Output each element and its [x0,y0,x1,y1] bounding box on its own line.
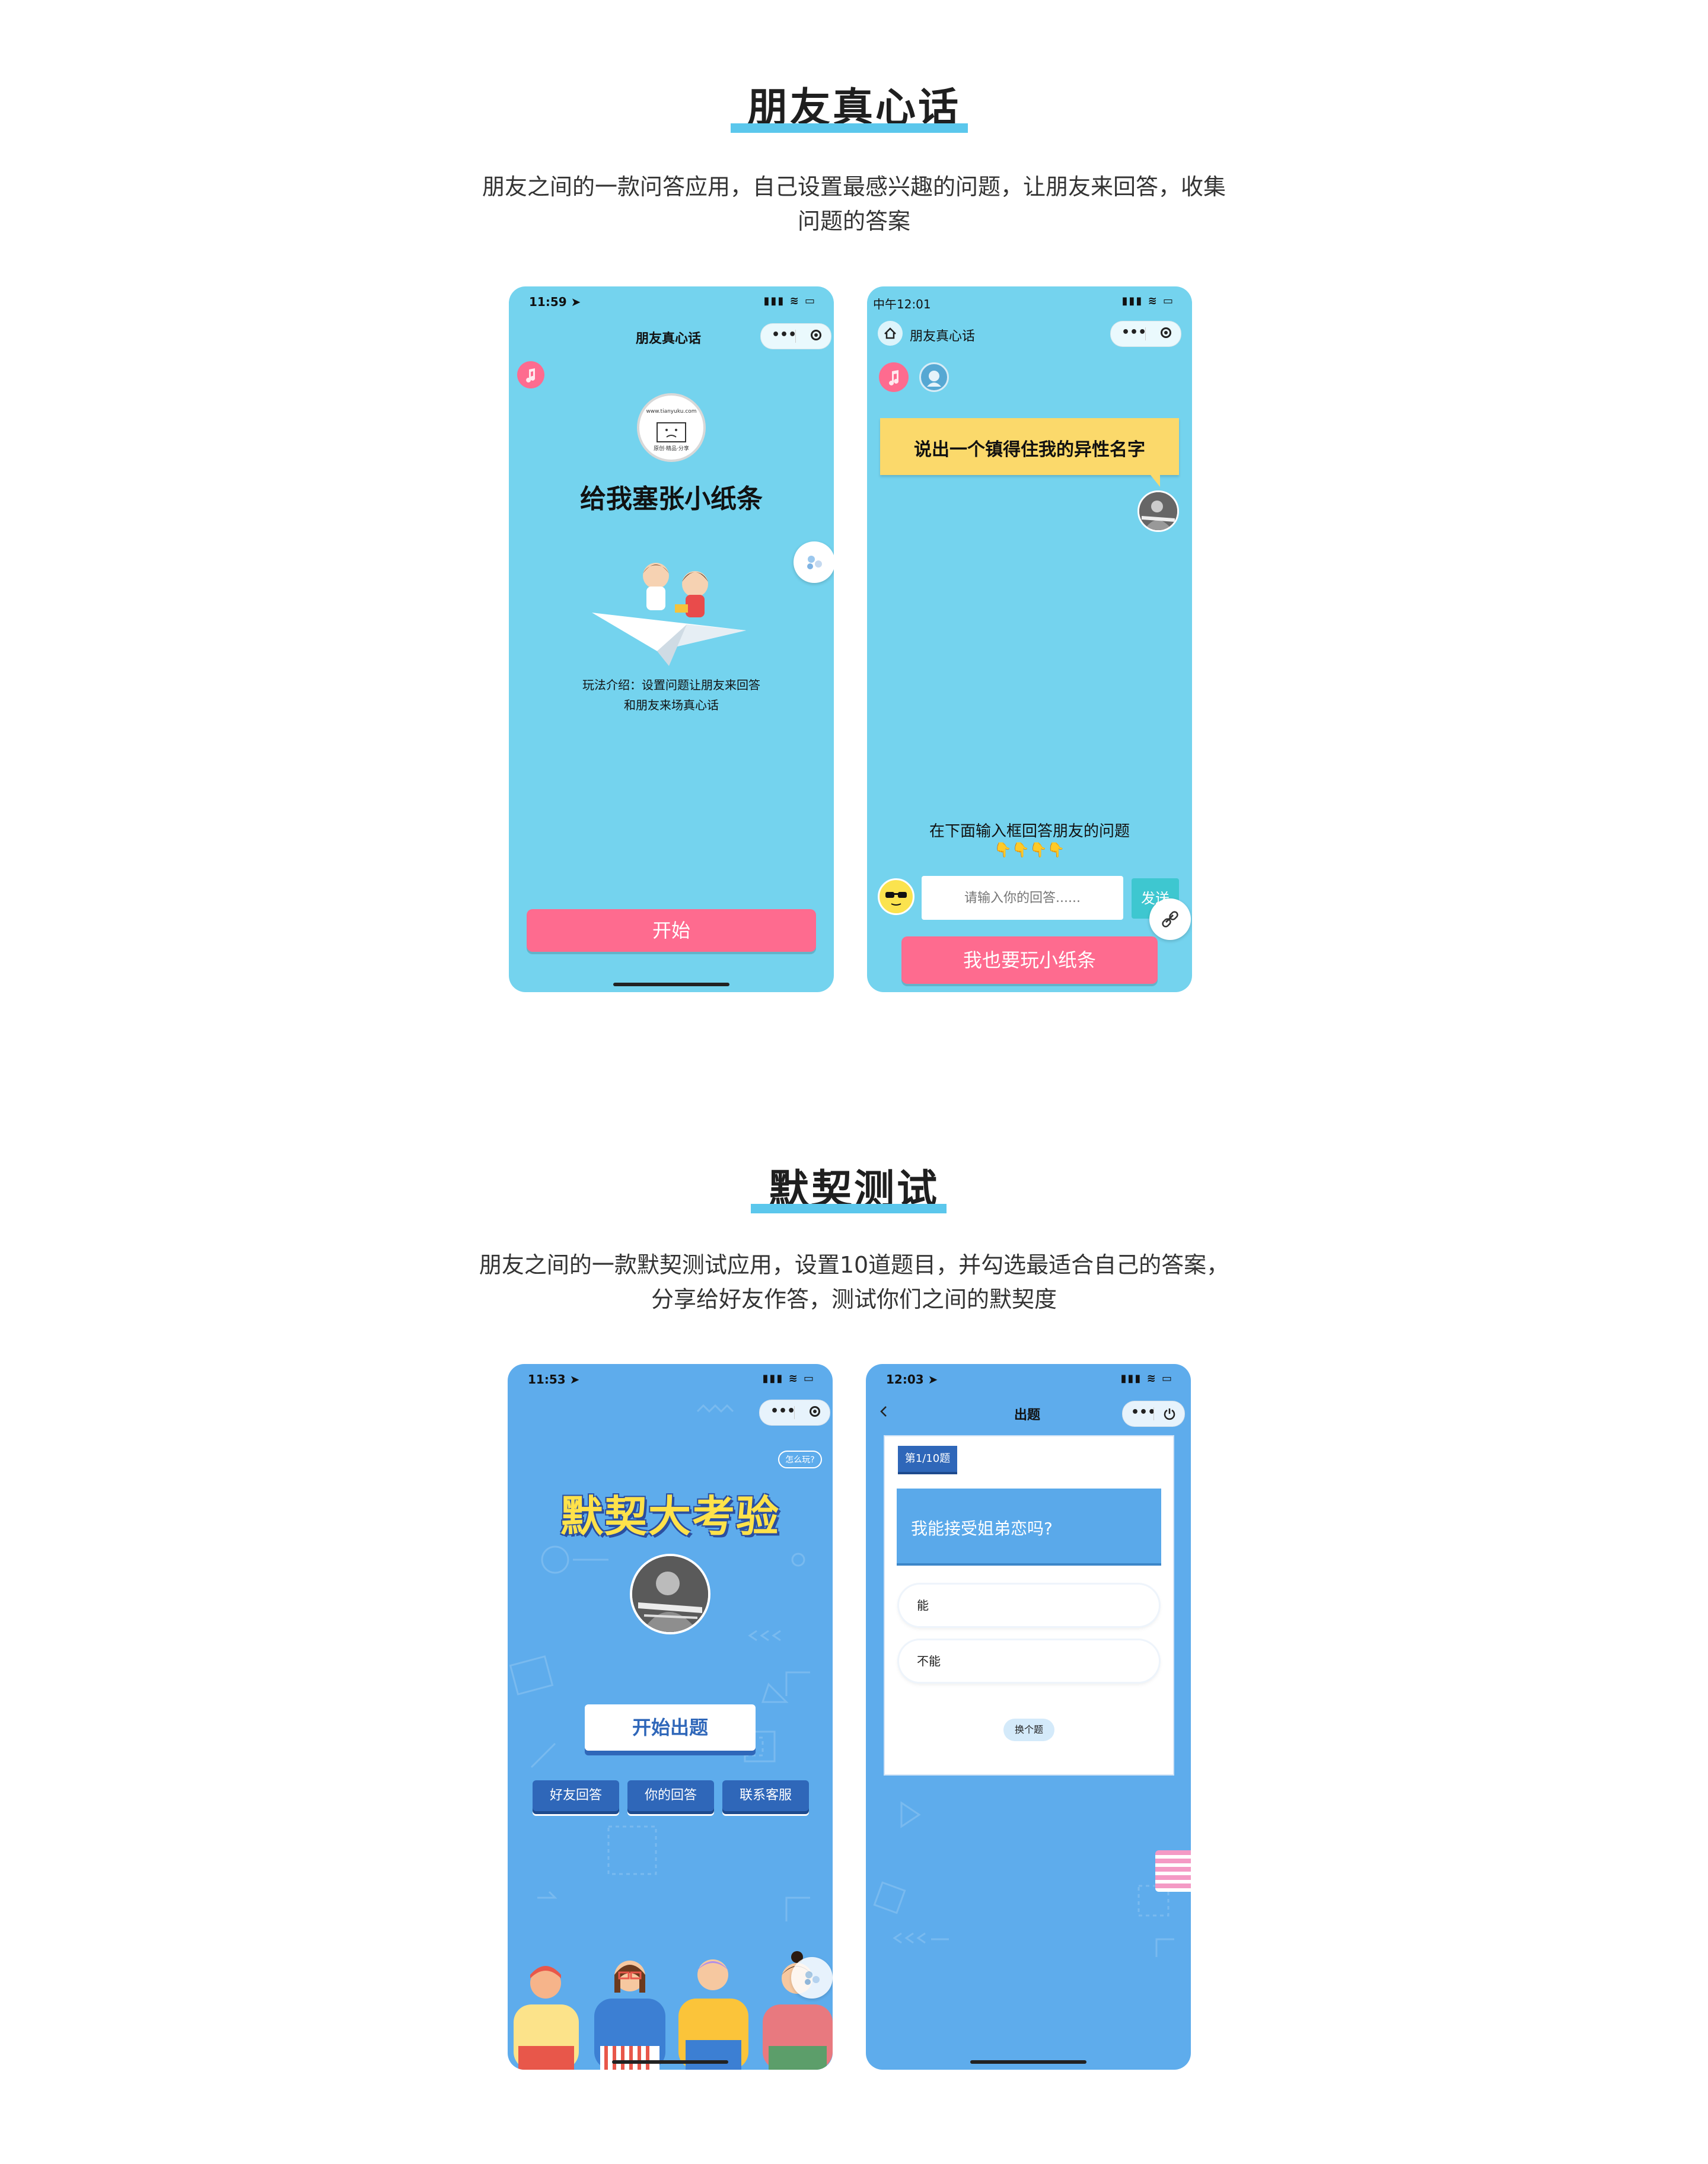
question-text: 我能接受姐弟恋吗? [911,1519,1053,1538]
home-indicator [613,983,729,986]
question-text: 说出一个镇得住我的异性名字 [914,439,1145,460]
more-icon[interactable]: ••• [1121,325,1147,340]
asker-avatar [1137,490,1179,532]
question-number-badge: 第1/10题 [898,1446,957,1472]
music-icon[interactable] [879,362,909,392]
status-bar: 11:53 ➤ ▮▮▮ ≋ ▭ [528,1372,815,1390]
phone-4-screenshot: 12:03 ➤ ▮▮▮ ≋ ▭ 出题 ••• 第1/10题 我能接受姐弟恋吗? … [866,1364,1191,2070]
intro-line-1: 玩法介绍：设置问题让朋友来回答 [582,678,760,692]
friends-answers-button[interactable]: 好友回答 [533,1780,619,1811]
game-logo-text: 默契大考验 [560,1491,780,1541]
answer-input[interactable] [922,876,1123,920]
section-1-description-line-2: 问题的答案 [797,208,910,234]
logo-text-1: www.tianyuku.com [646,409,697,415]
status-signal-icons: ▮▮▮ ≋ ▭ [1121,295,1174,307]
how-to-play-link[interactable]: 怎么玩? [778,1451,822,1468]
pointing-hands-icon: 👇👇👇👇 [994,842,1065,858]
paper-plane-kids-illustration [592,563,746,666]
link-icon [1162,911,1178,928]
nav-title: 出题 [1014,1408,1041,1423]
side-float-button[interactable] [794,541,834,583]
sunglasses-avatar-icon [878,878,914,915]
close-target-icon[interactable] [811,330,821,340]
background-doodles [873,1801,1174,1957]
status-bar: 12:03 ➤ ▮▮▮ ≋ ▭ [886,1372,1173,1390]
option-2[interactable]: 不能 [899,1640,1159,1682]
intro-line-2: 和朋友来场真心话 [624,698,719,712]
capsule-menu[interactable]: ••• [760,323,831,349]
start-button[interactable]: 开始 [527,909,816,952]
logo-face-icon [657,422,686,442]
start-question-button[interactable]: 开始出题 [585,1704,756,1751]
close-target-icon[interactable] [810,1406,820,1417]
status-time: 12:03 ➤ [886,1372,938,1387]
play-too-button[interactable]: 我也要玩小纸条 [901,936,1158,984]
contact-service-button[interactable]: 联系客服 [722,1780,809,1811]
question-card: 第1/10题 我能接受姐弟恋吗? 能 不能 换个题 [884,1435,1174,1776]
share-link-float-button[interactable] [1149,898,1191,940]
section-1-title-underline [731,123,968,133]
capsule-menu[interactable]: ••• [1122,1401,1185,1427]
gamepad-icon [805,1971,820,1985]
capsule-menu[interactable]: ••• [1110,321,1181,347]
home-indicator [970,2060,1086,2064]
main-heading: 给我塞张小纸条 [580,484,763,514]
section-2-description-line-2: 分享给好友作答，测试你们之间的默契度 [651,1286,1057,1312]
more-icon[interactable]: ••• [770,1404,796,1419]
status-signal-icons: ▮▮▮ ≋ ▭ [763,295,816,307]
back-chevron-icon[interactable] [878,1406,890,1417]
bubble-tail [1151,475,1160,487]
option-1[interactable]: 能 [899,1585,1159,1626]
status-bar: 中午12:01 ▮▮▮ ≋ ▭ [873,295,1174,313]
status-signal-icons: ▮▮▮ ≋ ▭ [1120,1372,1173,1385]
people-illustration [514,1951,833,2070]
your-answers-button[interactable]: 你的回答 [627,1780,714,1811]
section-1-description-line-1: 朋友之间的一款问答应用，自己设置最感兴趣的问题，让朋友来回答，收集 [482,174,1226,200]
power-icon[interactable] [1163,1407,1176,1423]
logo-badge: www.tianyuku.com 原创·精品·分享 [637,393,706,462]
question-bubble: 说出一个镇得住我的异性名字 [880,418,1179,475]
status-signal-icons: ▮▮▮ ≋ ▭ [762,1372,815,1385]
answer-hint: 在下面输入框回答朋友的问题 [929,823,1130,840]
music-icon[interactable] [517,361,544,388]
more-icon[interactable]: ••• [772,327,797,342]
question-box: 我能接受姐弟恋吗? [897,1489,1161,1563]
logo-text-2: 原创·精品·分享 [654,446,689,452]
phone-2-screenshot: 中午12:01 ▮▮▮ ≋ ▭ 朋友真心话 ••• 说出一个镇得住我的异性名字 … [867,286,1192,992]
nav-title: 朋友真心话 [636,332,702,346]
user-avatar [630,1554,710,1634]
phone-1-screenshot: 11:59 ➤ ▮▮▮ ≋ ▭ 朋友真心话 ••• www.tianyuku.c… [509,286,834,992]
close-target-icon[interactable] [1161,327,1171,338]
side-float-button[interactable] [791,1957,833,1999]
gamepad-icon [807,556,822,569]
status-time: 11:53 ➤ [528,1372,580,1387]
section-2-title-underline [751,1204,947,1213]
change-question-button[interactable]: 换个题 [1003,1719,1054,1741]
home-indicator [612,2060,728,2064]
striped-side-tab[interactable] [1155,1850,1191,1892]
home-icon[interactable] [878,321,903,346]
nav-title: 朋友真心话 [910,329,976,344]
phone-3-screenshot: 11:53 ➤ ▮▮▮ ≋ ▭ ••• 怎么玩? 默契大考验 开始出题 好友回答… [508,1364,833,2070]
status-bar: 11:59 ➤ ▮▮▮ ≋ ▭ [529,295,816,313]
more-icon[interactable]: ••• [1131,1405,1156,1420]
section-2-description-line-1: 朋友之间的一款默契测试应用，设置10道题目，并勾选最适合自己的答案， [479,1252,1229,1278]
user-avatar-small-icon[interactable] [919,362,949,392]
capsule-menu[interactable]: ••• [759,1400,830,1426]
status-time: 中午12:01 [873,297,931,311]
status-time: 11:59 ➤ [529,295,581,309]
